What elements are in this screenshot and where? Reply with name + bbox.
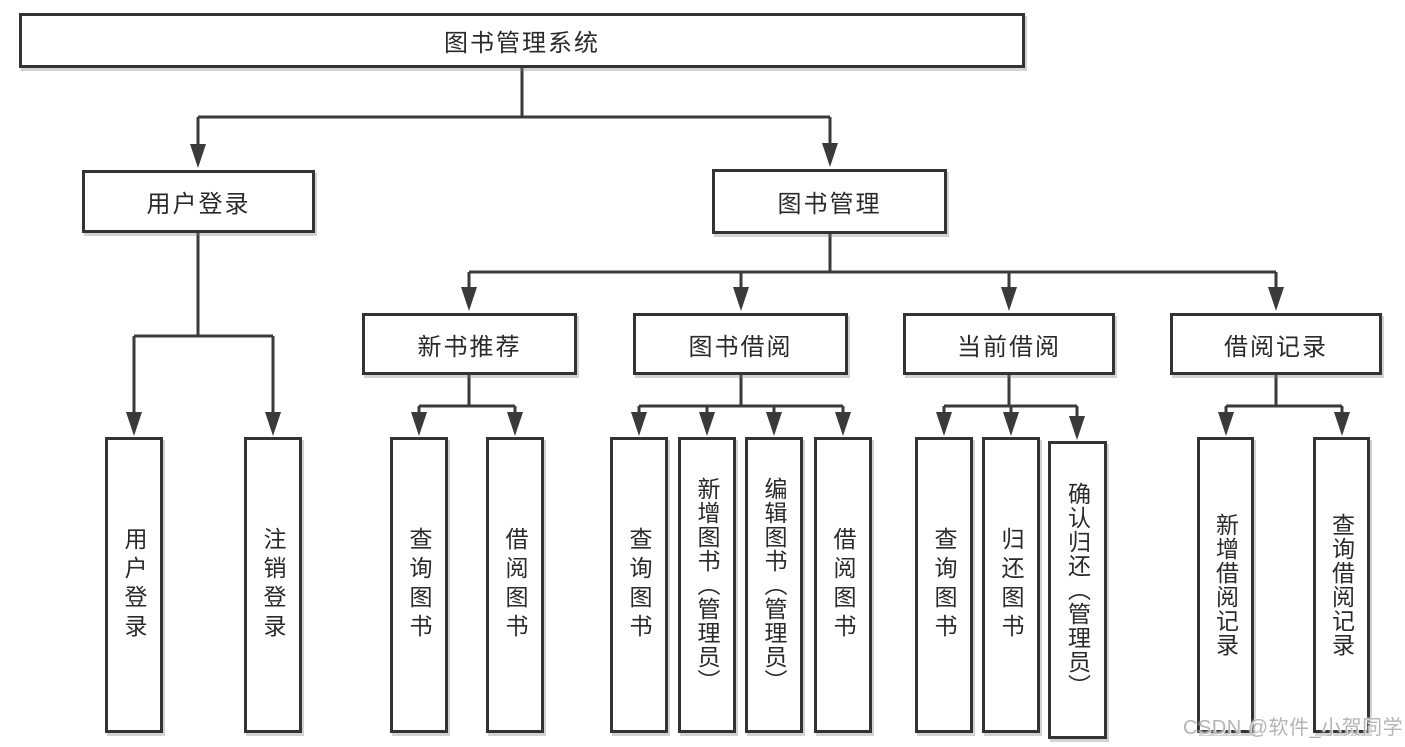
node-current-borrow: 当前借阅 bbox=[903, 313, 1115, 375]
node-book-borrow: 图书借阅 bbox=[633, 313, 848, 375]
node-label: 用户登录 bbox=[121, 527, 147, 643]
node-label: 当前借阅 bbox=[957, 333, 1061, 361]
arrowhead bbox=[699, 412, 715, 436]
leaf-edit-books-admin: 编辑图书（管理员） bbox=[745, 437, 803, 733]
node-label: 新书推荐 bbox=[417, 333, 522, 361]
connector-new-book-children bbox=[411, 375, 523, 436]
arrowhead bbox=[190, 144, 206, 168]
node-book-management: 图书管理 bbox=[712, 169, 947, 234]
connector-root-to-level2 bbox=[190, 68, 838, 168]
node-label: 查询借阅记录 bbox=[1328, 513, 1355, 657]
connector-user-login-children bbox=[126, 233, 281, 436]
leaf-query-books-recommend: 查询图书 bbox=[390, 437, 448, 733]
node-label: 编辑图书（管理员） bbox=[761, 477, 787, 693]
node-label: 新增借阅记录 bbox=[1212, 513, 1239, 657]
leaf-query-books-current: 查询图书 bbox=[915, 437, 973, 733]
arrowhead bbox=[1268, 287, 1284, 311]
arrowhead bbox=[733, 287, 749, 311]
arrowhead bbox=[835, 412, 851, 436]
arrowhead bbox=[265, 412, 281, 436]
connector-book-borrow-children bbox=[631, 375, 851, 436]
csdn-watermark: CSDN @软件_小贺同学 bbox=[1183, 717, 1404, 739]
arrowhead bbox=[1001, 287, 1017, 311]
node-label: 借阅记录 bbox=[1224, 333, 1328, 361]
arrowhead bbox=[411, 412, 427, 436]
node-label: 查询图书 bbox=[406, 527, 432, 643]
arrowhead bbox=[822, 143, 838, 167]
leaf-borrow-books-recommend: 借阅图书 bbox=[486, 437, 544, 733]
arrowhead bbox=[1218, 412, 1234, 436]
leaf-query-borrow-record: 查询借阅记录 bbox=[1313, 437, 1370, 733]
node-label: 查询图书 bbox=[626, 527, 652, 643]
arrowhead bbox=[1334, 412, 1350, 436]
leaf-add-borrow-record: 新增借阅记录 bbox=[1197, 437, 1254, 733]
arrowhead bbox=[1069, 416, 1085, 440]
node-label: 新增图书（管理员） bbox=[694, 477, 720, 693]
arrowhead bbox=[1003, 412, 1019, 436]
leaf-logout: 注销登录 bbox=[244, 437, 302, 733]
leaf-return-books: 归还图书 bbox=[982, 437, 1040, 733]
node-root-system: 图书管理系统 bbox=[19, 13, 1025, 68]
leaf-add-books-admin: 新增图书（管理员） bbox=[678, 437, 736, 733]
node-label: 图书管理系统 bbox=[444, 30, 600, 57]
arrowhead bbox=[126, 412, 142, 436]
connector-book-management-to-level3 bbox=[461, 234, 1284, 311]
node-borrow-records: 借阅记录 bbox=[1170, 313, 1382, 375]
leaf-borrow-books: 借阅图书 bbox=[814, 437, 872, 733]
arrowhead bbox=[507, 412, 523, 436]
arrowhead bbox=[766, 412, 782, 436]
node-user-login: 用户登录 bbox=[82, 170, 315, 233]
leaf-user-login: 用户登录 bbox=[105, 437, 163, 733]
node-label: 用户登录 bbox=[146, 191, 251, 218]
node-label: 确认归还（管理员） bbox=[1064, 482, 1091, 698]
arrowhead bbox=[936, 412, 952, 436]
node-label: 借阅图书 bbox=[502, 527, 528, 643]
connector-current-borrow-children bbox=[936, 375, 1085, 440]
node-label: 归还图书 bbox=[998, 527, 1024, 643]
node-new-book-recommend: 新书推荐 bbox=[362, 313, 577, 375]
node-label: 查询图书 bbox=[931, 527, 957, 643]
connector-borrow-records-children bbox=[1218, 375, 1350, 436]
node-label: 图书借阅 bbox=[688, 333, 793, 361]
arrowhead bbox=[461, 287, 477, 311]
leaf-confirm-return-admin: 确认归还（管理员） bbox=[1048, 441, 1107, 739]
node-label: 借阅图书 bbox=[830, 527, 856, 643]
leaf-query-books-borrow: 查询图书 bbox=[610, 437, 668, 733]
arrowhead bbox=[631, 412, 647, 436]
node-label: 图书管理 bbox=[777, 191, 882, 218]
node-label: 注销登录 bbox=[260, 527, 286, 643]
